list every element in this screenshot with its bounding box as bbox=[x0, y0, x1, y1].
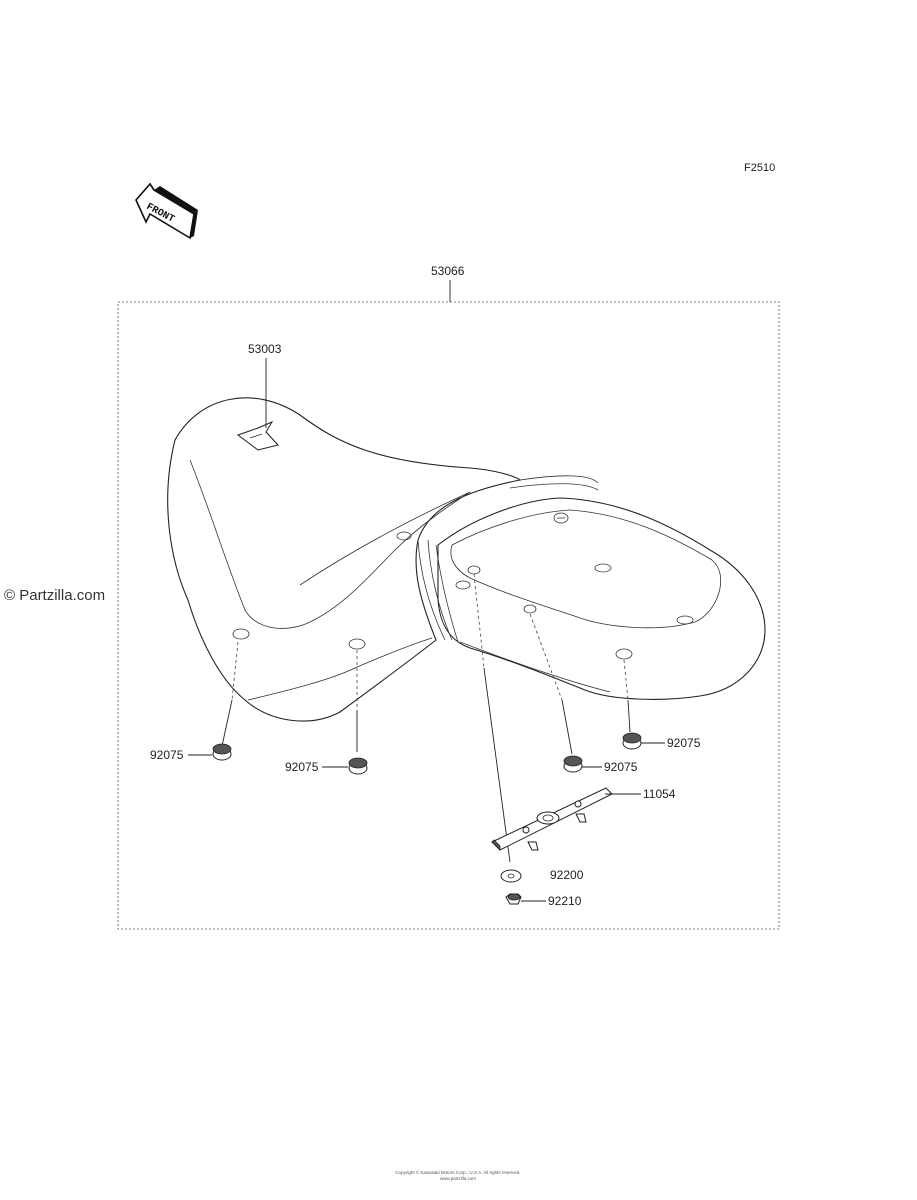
callout-92075-d: 92075 bbox=[667, 736, 701, 750]
damper-front-left bbox=[212, 743, 232, 761]
bracket bbox=[491, 787, 613, 851]
damper-rear-mid bbox=[563, 755, 583, 773]
callout-11054: 11054 bbox=[643, 787, 676, 801]
nut bbox=[505, 893, 522, 905]
assembly-frame bbox=[117, 301, 780, 930]
watermark: © Partzilla.com bbox=[4, 587, 105, 604]
footer-url: www.partzilla.com bbox=[440, 1176, 476, 1181]
callout-92075-a: 92075 bbox=[150, 748, 184, 762]
figure-code: F2510 bbox=[744, 162, 775, 174]
callout-92210: 92210 bbox=[548, 894, 582, 908]
footer-copyright: Copyright © Kawasaki Motors Corp., U.S.A… bbox=[395, 1169, 520, 1175]
washer bbox=[500, 869, 522, 883]
callout-92200: 92200 bbox=[550, 868, 584, 882]
front-arrow-icon: FRONT bbox=[135, 182, 198, 240]
seat-drawing bbox=[167, 397, 766, 722]
damper-rear-right bbox=[622, 732, 642, 750]
callout-53066: 53066 bbox=[431, 264, 465, 278]
callout-92075-c: 92075 bbox=[604, 760, 638, 774]
callout-92075-b: 92075 bbox=[285, 760, 319, 774]
callout-53003: 53003 bbox=[248, 342, 282, 356]
damper-front-mid bbox=[348, 757, 368, 775]
